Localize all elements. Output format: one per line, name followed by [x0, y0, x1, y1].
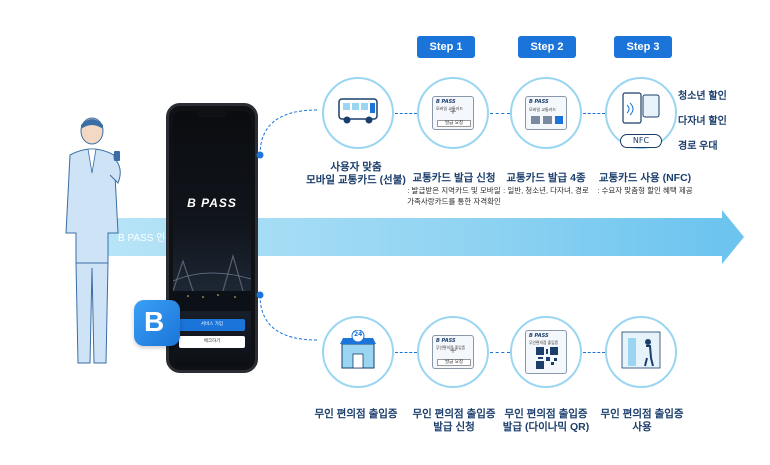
caption-sub: 가족사랑카드를 통한 자격확인 — [407, 197, 501, 206]
phone-screen: B PASS 서비스 가입 체크하기 — [173, 111, 251, 366]
pass-request-circle: B PASS 무인편의점 출입증 + 발급 요청 — [417, 316, 489, 388]
discount-multi-child: 다자녀 할인 — [678, 116, 727, 127]
app-icon-letter: B — [144, 306, 165, 337]
nfc-badge: NFC — [620, 134, 662, 148]
store-entry-icon — [621, 331, 661, 369]
qr-code-icon — [536, 347, 558, 369]
card-brand: B PASS — [529, 99, 549, 105]
caption-line: 무인 편의점 출입증 — [412, 408, 496, 420]
nfc-phone-icon — [622, 92, 660, 124]
bottom-caption-2: 무인 편의점 출입증 발급 (다이나믹 QR) — [492, 408, 600, 434]
connector-top-2 — [490, 113, 510, 114]
caption-sub: : 일반, 청소년, 다자녀, 경로 — [503, 186, 589, 195]
qr-circle: B PASS 무인편의점 출입증 — [510, 316, 582, 388]
caption-sub: : 발급받은 지역카드 및 모바일 — [407, 186, 501, 195]
transport-card-issued-icon: B PASS 모바일 교통카드 — [525, 96, 567, 130]
caption-title: 교통카드 사용 (NFC) — [598, 172, 692, 184]
step-2-badge: Step 2 — [518, 36, 576, 58]
store-entry-circle — [605, 316, 677, 388]
flow-arrow-head — [722, 210, 744, 264]
caption-line: 모바일 교통카드 (선불) — [306, 174, 406, 186]
dynamic-qr-card-icon: B PASS 무인편의점 출입증 — [525, 330, 567, 374]
caption-line: 사용 — [632, 421, 652, 433]
bottom-connector-curve — [256, 291, 318, 341]
top-caption-3: 교통카드 사용 (NFC) : 수요자 맞춤형 할인 혜택 제공 — [590, 172, 700, 196]
top-connector-curve — [256, 109, 318, 159]
check-button[interactable]: 체크하기 — [179, 336, 245, 348]
transport-card-request-icon: B PASS 모바일 교통카드 + 발급 요청 — [432, 96, 474, 130]
discount-senior: 경로 우대 — [678, 141, 718, 152]
top-caption-2: 교통카드 발급 4종 : 일반, 청소년, 다자녀, 경로 — [500, 172, 592, 196]
top-caption-1: 교통카드 발급 신청 : 발급받은 지역카드 및 모바일 가족사랑카드를 통한 … — [398, 172, 510, 207]
bus-circle — [322, 77, 394, 149]
card-brand: B PASS — [436, 99, 456, 105]
connector-bottom-3 — [583, 352, 605, 353]
plus-icon: + — [449, 107, 457, 117]
caption-line: 무인 편의점 출입증 — [504, 408, 588, 420]
connector-bottom-1 — [395, 352, 417, 353]
card-text: 모바일 교통카드 — [529, 107, 557, 112]
bottom-caption-1: 무인 편의점 출입증 발급 신청 — [398, 408, 510, 434]
phone-bpass-logo: B PASS — [187, 196, 237, 210]
step-1-badge: Step 1 — [417, 36, 475, 58]
caption-title: 교통카드 발급 4종 — [506, 172, 586, 184]
caption-title: 무인 편의점 출입증 — [314, 408, 398, 420]
store-pass-request-icon: B PASS 무인편의점 출입증 + 발급 요청 — [432, 335, 474, 369]
phone-notch — [197, 111, 227, 117]
card-issue-circle: B PASS 모바일 교통카드 — [510, 77, 582, 149]
card-request-label: 발급 요청 — [437, 120, 471, 127]
connector-top-3 — [583, 113, 605, 114]
top-caption-0: 사용자 맞춤 모바일 교통카드 (선불) — [286, 161, 426, 187]
store-circle: 24 — [322, 316, 394, 388]
discount-youth: 청소년 할인 — [678, 91, 727, 102]
card-request-circle: B PASS 모바일 교통카드 + 발급 요청 — [417, 77, 489, 149]
nfc-circle: NFC — [605, 77, 677, 149]
smartphone: B PASS 서비스 가입 체크하기 — [166, 103, 258, 373]
bpass-auth-label: B PASS 인증 — [118, 233, 175, 244]
transit-icons — [531, 116, 563, 124]
connector-top-1 — [395, 113, 417, 114]
step-3-badge: Step 3 — [614, 36, 672, 58]
card-brand: B PASS — [529, 333, 549, 339]
caption-line: 무인 편의점 출입증 — [600, 408, 684, 420]
person-illustration — [65, 117, 121, 364]
caption-line: 발급 신청 — [433, 421, 475, 433]
caption-line: 사용자 맞춤 — [330, 161, 382, 173]
convenience-store-icon — [340, 329, 376, 369]
signup-button[interactable]: 서비스 가입 — [179, 319, 245, 331]
caption-line: 발급 (다이나믹 QR) — [502, 421, 590, 433]
card-text: 무인편의점 출입증 — [436, 345, 466, 350]
bus-icon — [338, 98, 378, 124]
card-request-label: 발급 요청 — [437, 359, 471, 366]
bpass-app-icon[interactable]: B — [134, 300, 180, 346]
caption-title: 교통카드 발급 신청 — [412, 172, 496, 184]
caption-sub: : 수요자 맞춤형 할인 혜택 제공 — [597, 186, 693, 195]
plus-icon: + — [449, 346, 457, 356]
card-text: 무인편의점 출입증 — [529, 340, 559, 345]
connector-bottom-2 — [490, 352, 510, 353]
bottom-caption-0: 무인 편의점 출입증 — [296, 408, 416, 421]
card-text: 모바일 교통카드 — [436, 106, 464, 111]
night-bridge-image — [173, 253, 251, 311]
bottom-caption-3: 무인 편의점 출입증 사용 — [588, 408, 696, 434]
card-brand: B PASS — [436, 338, 456, 344]
store-24-badge: 24 — [354, 331, 363, 338]
